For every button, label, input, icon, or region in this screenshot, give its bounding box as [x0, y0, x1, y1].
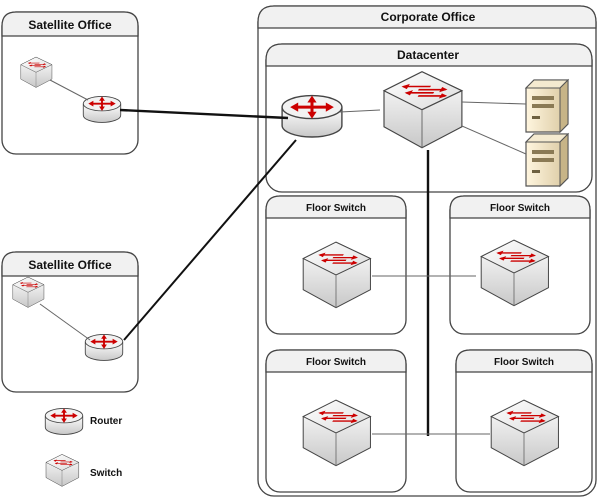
- floor-switch-box-3: Floor Switch: [265, 349, 407, 493]
- router-icon: [84, 333, 124, 362]
- router-icon: [44, 407, 84, 436]
- legend: Router Switch: [44, 407, 122, 486]
- satellite-office-bottom-title: Satellite Office: [28, 258, 112, 272]
- wan-link-top: [119, 108, 289, 120]
- floor-switch-1-title: Floor Switch: [306, 203, 366, 214]
- datacenter: Datacenter: [265, 43, 593, 193]
- legend-switch-label: Switch: [90, 468, 122, 479]
- switch-icon: [46, 454, 79, 486]
- server-icon: [525, 133, 569, 187]
- legend-router-label: Router: [90, 416, 122, 427]
- floor-switch-2-title: Floor Switch: [490, 203, 550, 214]
- server-icon: [525, 79, 569, 133]
- floor-switch-box-2: Floor Switch: [449, 195, 591, 335]
- floor-switch-4-title: Floor Switch: [494, 357, 554, 368]
- floor-switch-3-title: Floor Switch: [306, 357, 366, 368]
- satellite-office-top: Satellite Office: [1, 11, 139, 155]
- floor-switch-box-1: Floor Switch: [265, 195, 407, 335]
- corporate-office-title: Corporate Office: [381, 10, 476, 24]
- floor-switch-box-4: Floor Switch: [455, 349, 593, 493]
- router-icon: [280, 94, 344, 139]
- router-icon: [82, 95, 122, 124]
- connections: [119, 108, 490, 436]
- satellite-office-bottom: Satellite Office: [1, 251, 139, 393]
- satellite-office-top-title: Satellite Office: [28, 18, 112, 32]
- wan-link-bottom: [123, 139, 297, 341]
- datacenter-title: Datacenter: [397, 48, 459, 62]
